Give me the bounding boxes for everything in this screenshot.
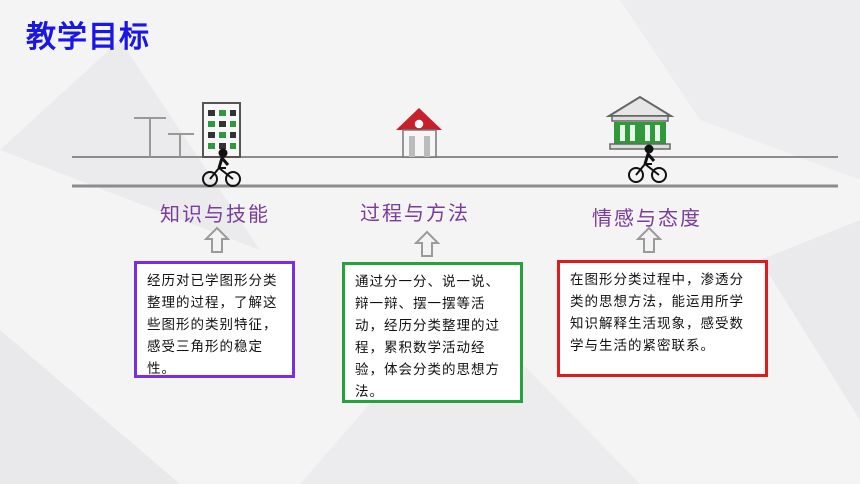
goal-box-process: 通过分一分、说一说、辩一辩、摆一摆等活动，经历分类整理的过程，累积数学活动经验，… [342, 262, 523, 403]
building-icon [202, 102, 241, 158]
up-arrow-icon [636, 226, 662, 253]
goal-box-knowledge: 经历对已学图形分类整理的过程，了解这些图形的类别特征，感受三角形的稳定性。 [134, 261, 295, 378]
house-icon [396, 108, 442, 158]
street-lamp-icon [134, 117, 194, 157]
up-arrow-icon [204, 226, 230, 253]
goal-heading-knowledge: 知识与技能 [160, 202, 270, 226]
slide-title: 教学目标 [26, 20, 150, 55]
cyclist-icon [628, 144, 667, 183]
up-arrow-icon [414, 230, 440, 257]
cyclist-icon [202, 148, 241, 187]
goal-heading-emotion: 情感与态度 [592, 206, 702, 230]
goal-box-emotion: 在图形分类过程中，渗透分类的思想方法，能运用所学知识解释生活现象，感受数学与生活… [557, 260, 768, 377]
bank-icon [605, 95, 675, 150]
goal-heading-process: 过程与方法 [360, 201, 470, 225]
